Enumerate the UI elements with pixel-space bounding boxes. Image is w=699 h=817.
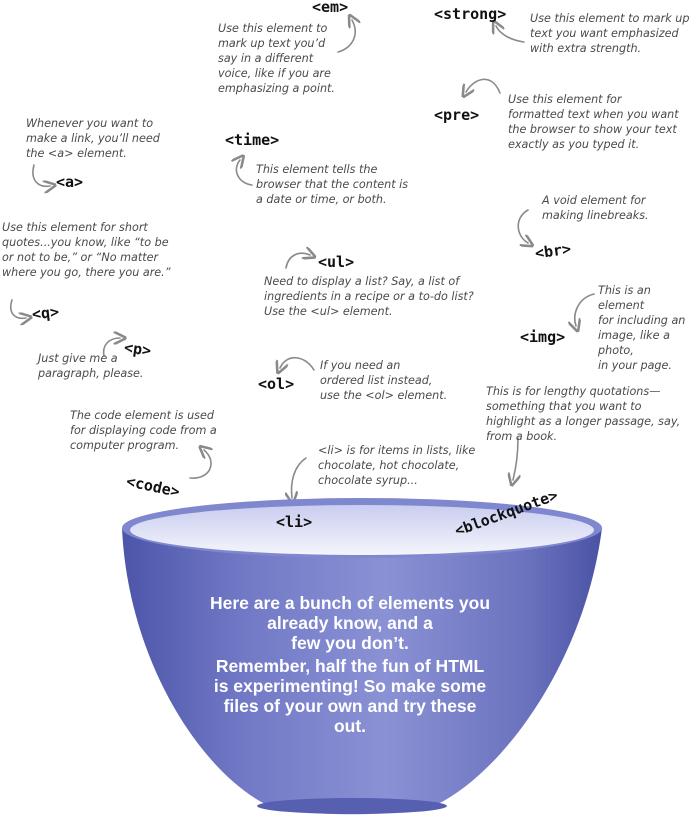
- tag-pre: <pre>: [434, 106, 480, 124]
- arrow-a: [32, 164, 50, 186]
- arrow-ul: [285, 253, 310, 269]
- note-time: This element tells the browser that the …: [256, 163, 409, 206]
- arrow-li: [292, 457, 307, 498]
- arrow-ol: [280, 356, 315, 370]
- note-li: <li> is for items in lists, like chocola…: [318, 444, 476, 487]
- arrow-br: [517, 209, 528, 243]
- bowl-caption-intro: Here are a bunch of elements you already…: [209, 593, 491, 653]
- note-br: A void element for making linebreaks.: [542, 194, 649, 222]
- bowl-body: [122, 528, 602, 815]
- note-ol: If you need an ordered list instead, use…: [320, 359, 448, 402]
- arrow-strong: [496, 26, 525, 43]
- arrow-em: [337, 20, 355, 53]
- tag-ol: <ol>: [258, 375, 295, 393]
- note-ul: Need to display a list? Say, a list of i…: [264, 275, 474, 318]
- tag-strong: <strong>: [434, 5, 507, 23]
- tag-time: <time>: [225, 131, 280, 149]
- tag-ul: <ul>: [318, 253, 355, 271]
- tag-q: <q>: [31, 302, 60, 324]
- note-code: The code element is used for displaying …: [70, 409, 217, 452]
- note-p: Just give me a paragraph, please.: [38, 352, 144, 380]
- note-pre: Use this element for formatted text when…: [508, 93, 679, 151]
- note-blockquote: This is for lengthy quotations— somethin…: [486, 385, 681, 443]
- note-q: Use this element for short quotes...you …: [2, 221, 171, 279]
- arrow-q: [10, 299, 26, 318]
- arrow-blockquote: [513, 437, 518, 480]
- note-strong: Use this element to mark up text you wan…: [530, 12, 690, 55]
- bowl-foot: [257, 798, 447, 814]
- bowl-inner: [130, 505, 594, 555]
- note-em: Use this element to mark up text you’d s…: [218, 22, 335, 95]
- arrow-p: [102, 338, 120, 357]
- arrow-pre: [466, 78, 501, 93]
- tag-li: <li>: [276, 513, 313, 531]
- arrow-time: [236, 160, 253, 186]
- bowl-caption-remember: Remember, half the fun of HTML is experi…: [213, 656, 487, 736]
- tag-em: <em>: [312, 0, 349, 16]
- tag-a: <a>: [56, 173, 84, 191]
- arrow-code: [189, 450, 211, 479]
- tag-img: <img>: [520, 328, 566, 346]
- arrow-img: [575, 293, 595, 326]
- note-a: Whenever you want to make a link, you’ll…: [26, 117, 160, 160]
- note-img: This is an element for including an imag…: [598, 284, 686, 372]
